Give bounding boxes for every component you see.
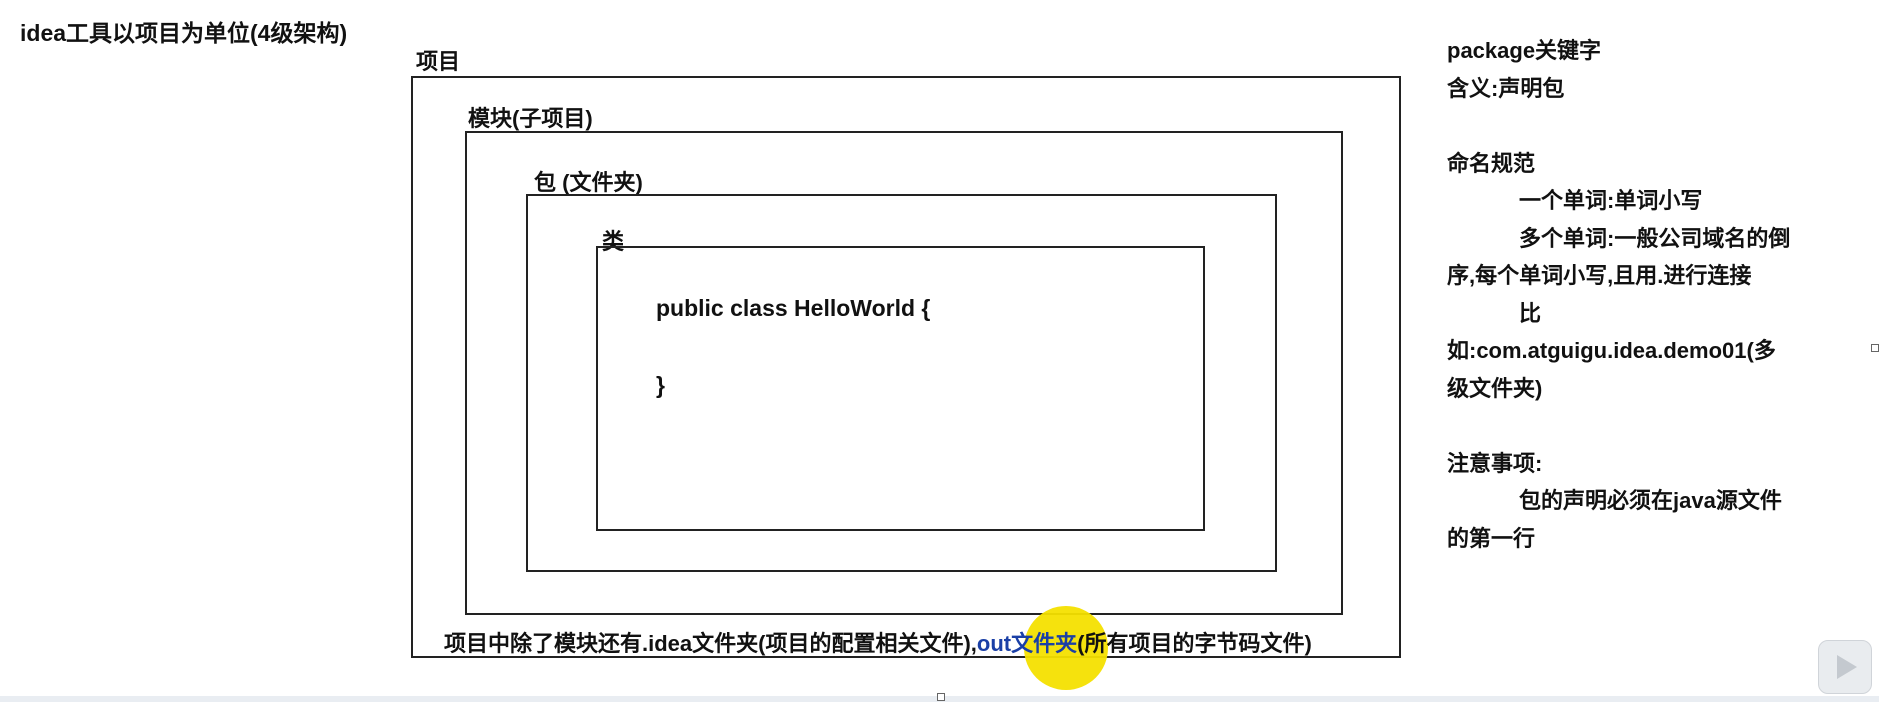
cursor-highlight [1024,606,1108,690]
notes-naming-title: 命名规范 [1447,150,1536,176]
bottom-note: 项目中除了模块还有.idea文件夹(项目的配置相关文件),out文件夹(所有项目… [444,626,1312,658]
play-icon[interactable] [1818,640,1872,694]
project-box [411,76,1401,658]
project-label: 项目 [416,49,461,74]
package-notes: package关键字 含义:声明包 命名规范 一个单词:单词小写 多个单词:一般… [1447,32,1807,557]
resize-handle-right[interactable] [1871,344,1879,352]
bottom-note-out-folder: out文件夹 [976,631,1078,656]
notes-spacer [1447,407,1807,445]
notes-attention-title: 注意事项: [1447,450,1543,476]
notes-meaning: 含义:声明包 [1447,75,1565,101]
page-title: idea工具以项目为单位(4级架构) [20,20,348,46]
notes-naming-multi-cont: 序,每个单词小写,且用.进行连接 [1447,263,1752,288]
notes-example: 如:com.atguigu.idea.demo01(多 [1447,338,1776,363]
module-label: 模块(子项目) [468,106,593,131]
notes-heading: package关键字 [1447,38,1602,63]
notes-naming-single: 一个单词:单词小写 [1519,188,1703,213]
bottom-note-part3: (所有项目的字节码文件) [1077,631,1312,656]
module-box [465,131,1343,615]
notes-example-start: 比 [1519,300,1542,326]
resize-handle-bottom[interactable] [937,693,945,701]
notes-attention-1: 包的声明必须在java源文件 [1519,488,1782,513]
bottom-note-part1: 项目中除了模块还有.idea文件夹(项目的配置相关文件), [444,631,977,656]
code-line-closing-brace: } [656,372,665,398]
class-box [596,246,1205,531]
notes-naming-multi: 多个单词:一般公司域名的倒 [1519,225,1791,251]
package-box [526,194,1277,572]
code-line-class-declaration: public class HelloWorld { [656,295,931,321]
package-label: 包 (文件夹) [534,170,643,195]
notes-spacer [1447,107,1807,145]
notes-attention-2: 的第一行 [1447,525,1536,551]
notes-example-cont: 级文件夹) [1447,375,1543,401]
